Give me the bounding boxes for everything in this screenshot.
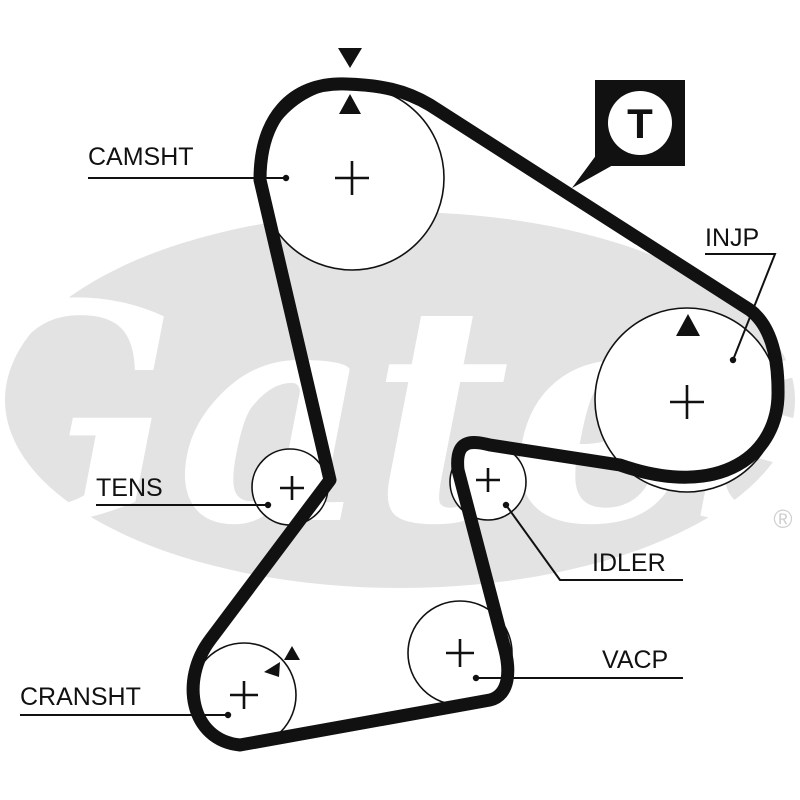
camshaft-label: CAMSHT bbox=[88, 143, 194, 171]
camshaft-outer-timing-mark bbox=[338, 48, 362, 68]
injection-pump-leader bbox=[705, 253, 777, 361]
injection-pump-centre-cross bbox=[670, 385, 704, 419]
crankshaft-inner-timing-mark bbox=[264, 662, 280, 677]
timing-marks bbox=[264, 48, 700, 677]
crankshaft-leader-dot bbox=[224, 711, 232, 719]
injection-pump-leader-dot bbox=[729, 356, 737, 364]
label-crankshaft: CRANSHT bbox=[20, 683, 232, 719]
idler-label: IDLER bbox=[592, 549, 666, 577]
timing-belt bbox=[186, 77, 785, 752]
vacuum-pump-label: VACP bbox=[602, 646, 668, 674]
label-tensioner: TENS bbox=[96, 474, 272, 509]
camshaft-inner-timing-mark bbox=[339, 94, 361, 114]
badge-pointer bbox=[572, 150, 622, 188]
idler-leader-dot bbox=[502, 501, 510, 509]
vacuum-pump-centre-cross bbox=[446, 639, 474, 667]
registered-mark: ® bbox=[773, 504, 792, 534]
crankshaft-label: CRANSHT bbox=[20, 683, 141, 711]
injection-pump-timing-mark bbox=[676, 314, 700, 336]
crankshaft-outer-timing-mark bbox=[284, 646, 300, 660]
idler-centre-cross bbox=[476, 468, 500, 492]
tensioner-centre-cross bbox=[280, 476, 304, 500]
label-injection-pump: INJP bbox=[705, 224, 777, 364]
injection-pump-label: INJP bbox=[705, 224, 759, 252]
tool-badge: T bbox=[572, 80, 685, 188]
crankshaft-centre-cross bbox=[230, 681, 258, 709]
camshaft-leader-dot bbox=[282, 174, 290, 182]
pulley-centres bbox=[230, 161, 704, 709]
label-vacuum-pump: VACP bbox=[472, 646, 683, 682]
badge-letter: T bbox=[627, 100, 653, 147]
tensioner-leader-dot bbox=[264, 501, 272, 509]
tensioner-label: TENS bbox=[96, 474, 163, 502]
vacuum-pump-leader-dot bbox=[472, 674, 480, 682]
label-camshaft: CAMSHT bbox=[88, 143, 290, 182]
label-idler: IDLER bbox=[502, 501, 683, 581]
idler-leader bbox=[505, 504, 683, 581]
watermark-oval bbox=[5, 212, 795, 588]
badge-circle bbox=[608, 91, 672, 155]
camshaft-centre-cross bbox=[335, 161, 369, 195]
